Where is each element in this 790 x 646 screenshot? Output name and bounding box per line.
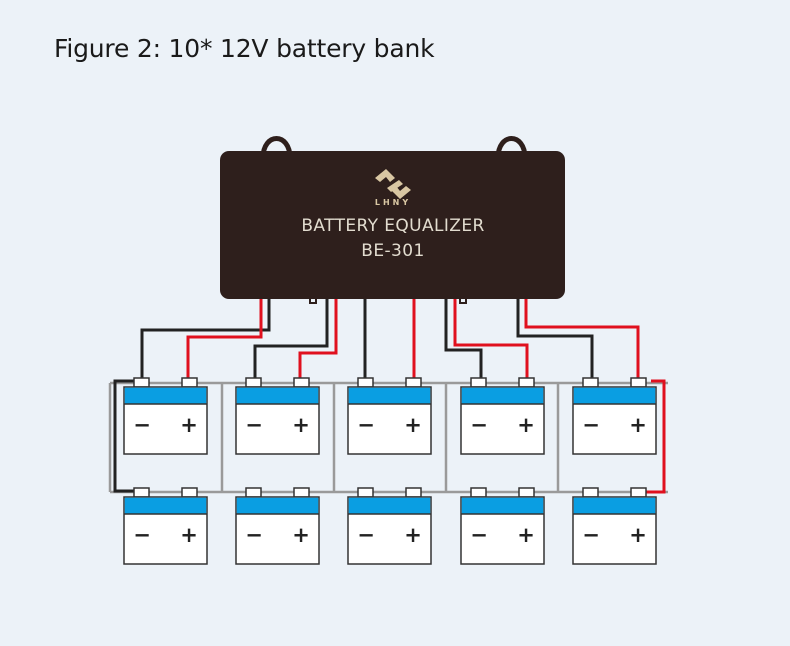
battery-equalizer: LHNY BATTERY EQUALIZER BE-301: [220, 136, 565, 304]
battery-top-band: [348, 387, 431, 404]
negative-terminal: [357, 377, 374, 388]
positive-terminal: [518, 487, 535, 498]
battery-top-band: [124, 497, 207, 514]
battery-top-band: [124, 387, 207, 404]
negative-sign: −: [470, 523, 488, 547]
battery-icon: −+: [460, 377, 545, 455]
negative-wire: [516, 299, 594, 378]
positive-terminal: [518, 377, 535, 388]
battery-top-band: [236, 387, 319, 404]
positive-wire: [524, 299, 640, 378]
negative-terminal: [133, 487, 150, 498]
positive-terminal: [630, 487, 647, 498]
battery-icon: −+: [347, 487, 432, 565]
positive-terminal: [181, 487, 198, 498]
battery-icon: −+: [235, 487, 320, 565]
battery-icon: −+: [572, 377, 657, 455]
positive-sign: +: [180, 523, 198, 547]
negative-sign: −: [357, 413, 375, 437]
negative-sign: −: [245, 413, 263, 437]
positive-wire: [453, 299, 529, 378]
positive-sign: +: [404, 523, 422, 547]
lhny-logo-icon: [375, 169, 411, 199]
positive-terminal: [293, 487, 310, 498]
battery-icon: −+: [123, 377, 208, 455]
battery-top-band: [236, 497, 319, 514]
battery-top-band: [461, 497, 544, 514]
positive-sign: +: [517, 413, 535, 437]
negative-wire: [113, 379, 138, 493]
positive-sign: +: [517, 523, 535, 547]
equalizer-model: BE-301: [361, 241, 424, 261]
negative-terminal: [582, 377, 599, 388]
battery-top-band: [573, 387, 656, 404]
negative-terminal: [470, 377, 487, 388]
positive-sign: +: [180, 413, 198, 437]
negative-terminal: [133, 377, 150, 388]
cable-clip-right: [459, 299, 467, 304]
positive-terminal: [630, 377, 647, 388]
positive-wire: [645, 379, 666, 494]
negative-terminal: [357, 487, 374, 498]
positive-sign: +: [292, 413, 310, 437]
positive-terminal: [181, 377, 198, 388]
positive-terminal: [405, 487, 422, 498]
positive-sign: +: [629, 413, 647, 437]
positive-wire: [298, 299, 338, 378]
negative-sign: −: [133, 413, 151, 437]
negative-terminal: [470, 487, 487, 498]
battery-icon: −+: [123, 487, 208, 565]
battery-top-band: [461, 387, 544, 404]
negative-terminal: [245, 377, 262, 388]
battery-top-band: [573, 497, 656, 514]
battery-icon: −+: [460, 487, 545, 565]
negative-sign: −: [357, 523, 375, 547]
negative-sign: −: [582, 523, 600, 547]
figure-title: Figure 2: 10* 12V battery bank: [54, 34, 435, 63]
negative-wire: [444, 299, 483, 378]
parallel-bus-grid: [108, 381, 668, 494]
negative-sign: −: [133, 523, 151, 547]
positive-sign: +: [629, 523, 647, 547]
cable-clip-left: [309, 299, 317, 304]
negative-wire: [253, 299, 329, 378]
negative-terminal: [582, 487, 599, 498]
battery-icon: −+: [235, 377, 320, 455]
negative-sign: −: [245, 523, 263, 547]
battery-icon: −+: [347, 377, 432, 455]
brand-label: LHNY: [375, 198, 411, 207]
positive-terminal: [293, 377, 310, 388]
equalizer-wires: [113, 299, 666, 494]
negative-wire: [140, 299, 271, 378]
positive-sign: +: [404, 413, 422, 437]
negative-terminal: [245, 487, 262, 498]
positive-wire: [186, 299, 263, 378]
battery-bank: −+−+−+−+−+−+−+−+−+−+: [123, 377, 657, 565]
equalizer-body: [220, 151, 565, 299]
battery-icon: −+: [572, 487, 657, 565]
positive-sign: +: [292, 523, 310, 547]
negative-sign: −: [582, 413, 600, 437]
negative-sign: −: [470, 413, 488, 437]
equalizer-name: BATTERY EQUALIZER: [301, 216, 484, 236]
positive-terminal: [405, 377, 422, 388]
battery-top-band: [348, 497, 431, 514]
